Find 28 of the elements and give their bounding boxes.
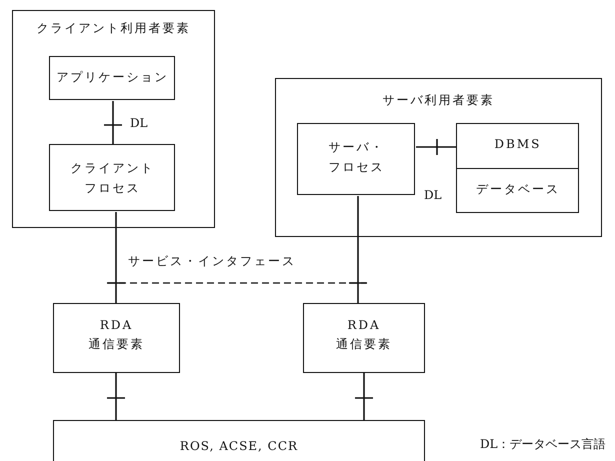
process-box bbox=[49, 56, 176, 100]
box-label: RDA 通信要素 bbox=[335, 317, 393, 354]
note: DL：データベース言語 bbox=[478, 436, 608, 453]
group-heading: クライアント利用者要素 bbox=[36, 20, 190, 37]
connector-line bbox=[115, 212, 117, 303]
process-box bbox=[303, 303, 425, 373]
box-label: ROS, ACSE, CCR bbox=[180, 438, 298, 455]
process-box bbox=[297, 123, 416, 196]
connector-line bbox=[416, 146, 457, 148]
process-box bbox=[456, 168, 580, 214]
group-box bbox=[275, 78, 602, 237]
process-box bbox=[53, 303, 180, 373]
connector-line bbox=[357, 196, 359, 303]
box-label: アプリケーション bbox=[56, 69, 168, 86]
process-box bbox=[456, 123, 580, 170]
connector-line bbox=[115, 373, 117, 420]
connector-line bbox=[112, 101, 114, 145]
box-label: データベース bbox=[476, 181, 560, 198]
group-heading: サーバ利用者要素 bbox=[382, 92, 494, 109]
group-box bbox=[12, 10, 215, 228]
box-label: クライアントフロセス bbox=[69, 160, 156, 197]
edge-label: DL bbox=[128, 116, 150, 130]
connector-line bbox=[363, 373, 365, 420]
box-label: サーバ・フロセス bbox=[327, 139, 386, 176]
box-label: RDA 通信要素 bbox=[88, 317, 146, 354]
process-box bbox=[49, 144, 176, 212]
edge-label: DL bbox=[422, 188, 444, 202]
box-label: DBMS bbox=[494, 136, 542, 154]
